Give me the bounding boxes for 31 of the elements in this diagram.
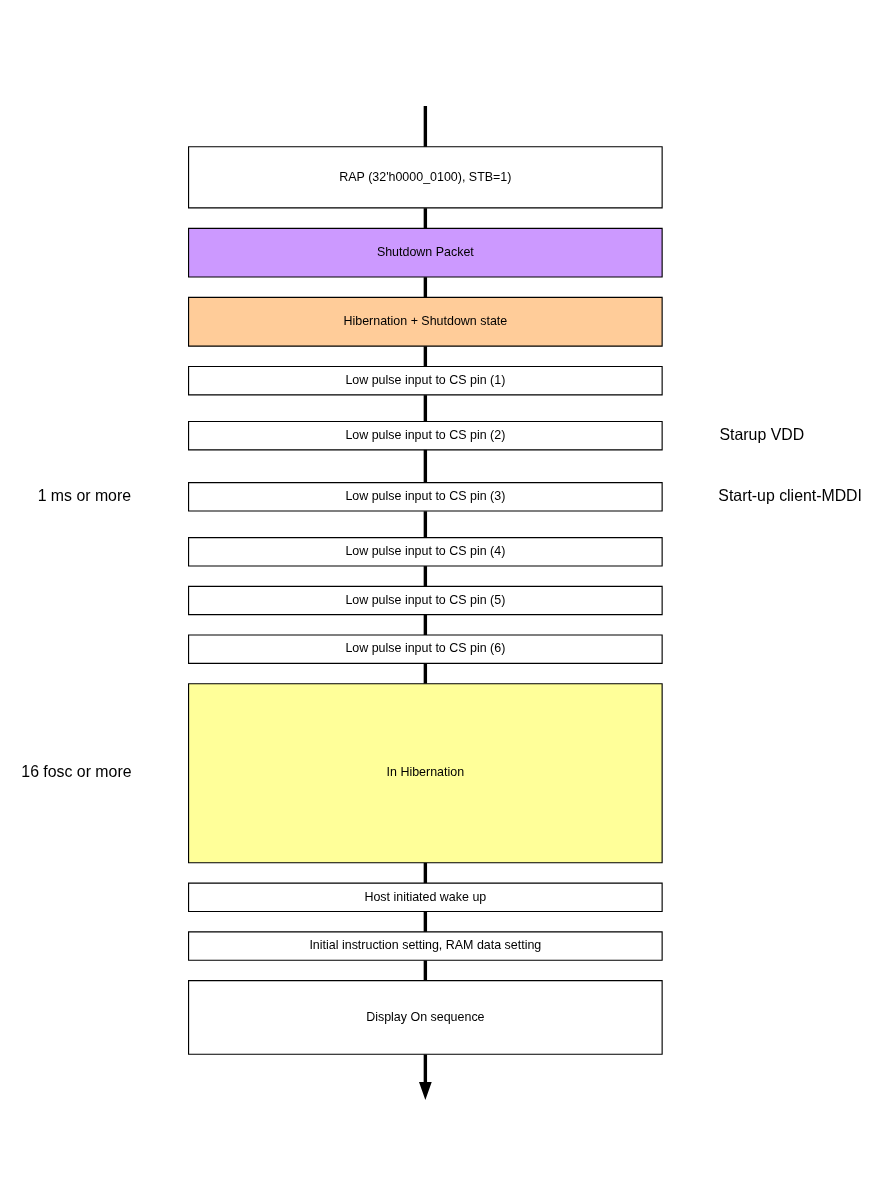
- node-box: Initial instruction setting, RAM data setting: [187, 931, 663, 961]
- connector: [423, 566, 427, 587]
- connector: [423, 911, 427, 932]
- node-box: Low pulse input to CS pin (6): [187, 634, 663, 664]
- node-box: Low pulse input to CS pin (1): [187, 366, 663, 396]
- arrow: [418, 1054, 432, 1101]
- node-box: Host initiated wake up: [187, 882, 663, 913]
- label: Start-up client-MDDI: [717, 487, 862, 505]
- node-box: Hibernation + Shutdown state: [187, 296, 663, 347]
- node-box: Low pulse input to CS pin (5): [187, 585, 663, 616]
- connector: [423, 862, 427, 884]
- node-box: Low pulse input to CS pin (4): [187, 537, 663, 567]
- node-box: Low pulse input to CS pin (2): [187, 420, 663, 451]
- node-box: In Hibernation: [187, 683, 663, 864]
- connector: [423, 395, 427, 422]
- label: Starup VDD: [719, 425, 804, 443]
- connector: [423, 208, 427, 229]
- connector: [423, 663, 427, 684]
- connector: [423, 511, 427, 538]
- node-box: Shutdown Packet: [187, 227, 663, 278]
- connector: [423, 960, 427, 981]
- connector: [423, 449, 427, 483]
- connector: [423, 277, 427, 298]
- node-box: Low pulse input to CS pin (3): [187, 482, 663, 512]
- connector: [423, 614, 427, 635]
- node-box: RAP (32'h0000_0100), STB=1): [187, 146, 663, 209]
- connector: [423, 106, 427, 147]
- connector: [423, 346, 427, 367]
- node-box: Display On sequence: [187, 980, 663, 1055]
- label: 16 fosc or more: [20, 763, 131, 781]
- label: 1 ms or more: [37, 487, 131, 505]
